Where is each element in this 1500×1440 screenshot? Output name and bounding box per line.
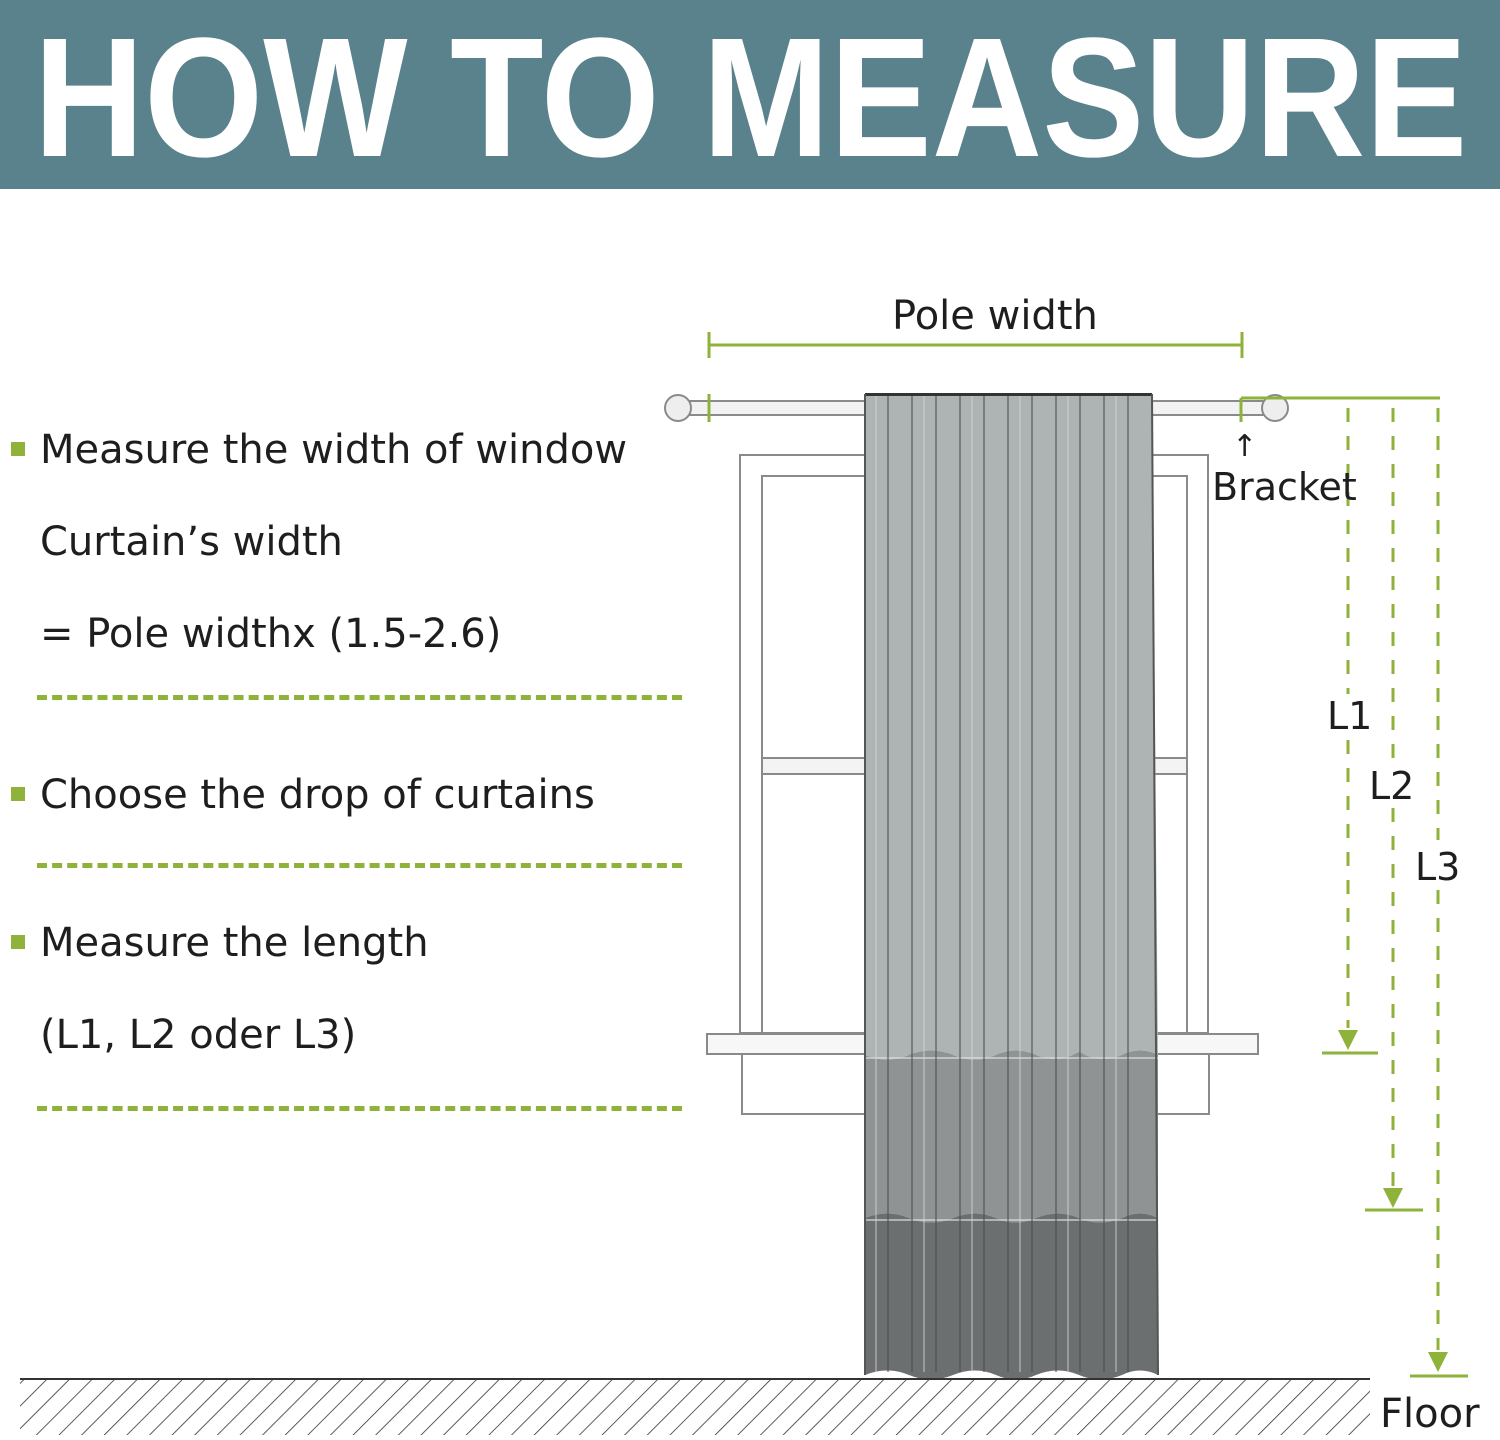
l2-label: L2 xyxy=(1369,764,1415,808)
pole-width-dimension xyxy=(707,332,1244,358)
step-measure-length: Measure the length xyxy=(40,920,429,966)
l1-arrow-icon xyxy=(1338,1030,1358,1050)
bullet-icon xyxy=(11,787,25,801)
curtain-width-text: Curtain’s width xyxy=(40,519,343,565)
divider-dashed xyxy=(37,863,682,868)
pole-width-label: Pole width xyxy=(892,293,1098,339)
length-dimensions xyxy=(1322,408,1468,1378)
floor xyxy=(20,1378,1370,1435)
bracket-label: Bracket xyxy=(1212,465,1357,509)
curtain-mid-section xyxy=(865,1050,1158,1223)
bullet-icon xyxy=(11,442,25,456)
width-formula-text: = Pole widthx (1.5-2.6) xyxy=(40,611,502,657)
l3-label: L3 xyxy=(1415,845,1461,889)
step-choose-drop: Choose the drop of curtains xyxy=(40,772,595,818)
l1-label: L1 xyxy=(1327,694,1373,738)
curtain-dark-section xyxy=(865,1213,1158,1380)
page-title: HOW TO MEASURE xyxy=(33,2,1467,193)
floor-label: Floor xyxy=(1380,1391,1480,1437)
divider-dashed xyxy=(37,1106,682,1111)
step-measure-width: Measure the width of window xyxy=(40,427,628,473)
arrow-up-icon: ↑ xyxy=(1232,429,1258,464)
bullet-icon xyxy=(11,935,25,949)
length-arrowheads xyxy=(1338,1030,1448,1372)
l2-arrow-icon xyxy=(1383,1188,1403,1208)
curtain-light-section xyxy=(865,394,1158,1060)
curtain-panel xyxy=(864,393,1159,1380)
divider-dashed xyxy=(37,695,682,700)
header-banner: HOW TO MEASURE xyxy=(0,0,1500,189)
l3-arrow-icon xyxy=(1428,1352,1448,1372)
length-options-text: (L1, L2 oder L3) xyxy=(40,1012,357,1058)
